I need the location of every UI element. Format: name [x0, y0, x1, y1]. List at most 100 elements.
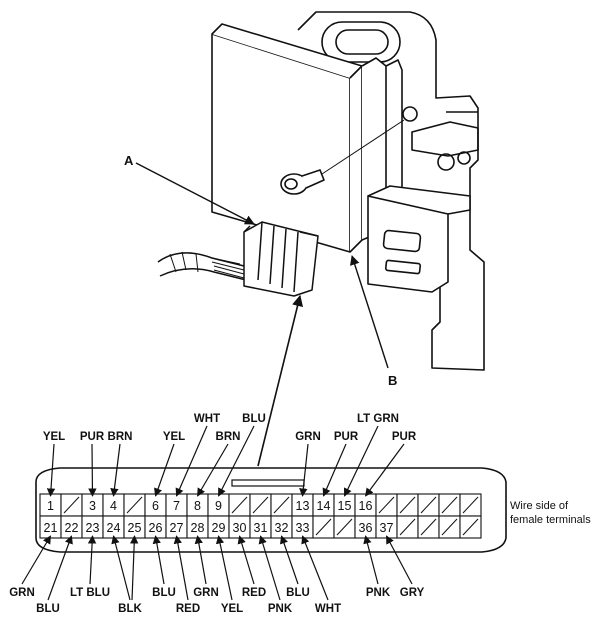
pin-1: 1: [39, 493, 62, 517]
pin-31: 31: [249, 515, 272, 539]
wire-color: PUR: [80, 431, 105, 443]
pin-23: 23: [81, 515, 104, 539]
wire-leader: [173, 535, 189, 601]
pin-number: 33: [296, 521, 310, 535]
wire-leader: [175, 425, 208, 497]
pin-blank: [438, 515, 461, 539]
pin-number: 23: [86, 521, 100, 535]
wire-leader: [110, 443, 121, 497]
wire-color: BLU: [152, 587, 176, 599]
pin-29: 29: [207, 515, 230, 539]
pin-15: 15: [333, 493, 356, 517]
pin-number: 25: [128, 521, 142, 535]
harness-plug-illustration: [157, 221, 319, 297]
pin-24: 24: [102, 515, 125, 539]
wire-leader: [88, 443, 97, 497]
wire-color: YEL: [163, 431, 185, 443]
pin-number: 24: [107, 521, 121, 535]
wire-label-pin-7: WHT: [175, 413, 220, 497]
pin-number: 36: [359, 521, 373, 535]
wire-color: BRN: [216, 431, 241, 443]
wire-leader: [258, 535, 281, 601]
wire-label-pin-26: BLU: [152, 535, 176, 599]
pin-25: 25: [123, 515, 146, 539]
pin-number: 27: [170, 521, 184, 535]
pin-number: 21: [44, 521, 58, 535]
pin-blank: [459, 493, 482, 517]
wire-leader: [299, 443, 309, 497]
wire-color: GRN: [295, 431, 321, 443]
wire-leader: [279, 535, 299, 585]
pin-number: 30: [233, 521, 247, 535]
wire-label-pin-37: GRY: [385, 535, 425, 599]
pin-16: 16: [354, 493, 377, 517]
callout-a-label: A: [124, 153, 134, 168]
wire-color: YEL: [43, 431, 65, 443]
pin-number: 22: [65, 521, 79, 535]
pin-21: 21: [39, 515, 62, 539]
pin-number: 16: [359, 499, 373, 513]
wire-label-pin-4: BRN: [108, 431, 133, 497]
wire-color: BRN: [108, 431, 133, 443]
wire-leader: [87, 535, 97, 585]
wire-label-pin-36: PNK: [363, 535, 391, 599]
pin-number: 3: [89, 499, 96, 513]
wire-label-pin-28: GRN: [193, 535, 219, 599]
pin-8: 8: [186, 493, 209, 517]
pin-number: 31: [254, 521, 268, 535]
pin-number: 26: [149, 521, 163, 535]
pin-blank: [375, 493, 398, 517]
wire-label-pin-29: YEL: [215, 535, 243, 615]
pin-number: 32: [275, 521, 289, 535]
wire-leader: [196, 443, 229, 497]
pin-number: 8: [194, 499, 201, 513]
wire-leader: [194, 535, 207, 585]
pin-number: 13: [296, 499, 310, 513]
wire-leader: [365, 443, 405, 497]
wire-color: GRY: [400, 587, 425, 599]
wire-color: GRN: [9, 587, 35, 599]
pin-number: 7: [173, 499, 180, 513]
wire-label-pin-30: RED: [237, 535, 266, 599]
wire-color: LT GRN: [357, 413, 399, 425]
pin-blank: [228, 493, 251, 517]
wire-label-pin-16: PUR: [365, 431, 417, 497]
wire-color: WHT: [194, 413, 220, 425]
wire-leader: [152, 535, 165, 585]
pin-13: 13: [291, 493, 314, 517]
wire-color: BLU: [242, 413, 266, 425]
pin-6: 6: [144, 493, 167, 517]
wire-label-pin-13: GRN: [295, 431, 321, 497]
wire-color: PUR: [334, 431, 359, 443]
pin-14: 14: [312, 493, 335, 517]
wire-color: PUR: [392, 431, 417, 443]
callout-a-leader: [135, 162, 255, 225]
wire-label-pin-31: PNK: [258, 535, 293, 615]
plug-to-pinout-arrow: [257, 294, 304, 467]
wire-label-pin-22: BLU: [36, 535, 73, 615]
callout-b-leader: [350, 255, 389, 369]
pin-blank: [60, 493, 83, 517]
pin-4: 4: [102, 493, 125, 517]
wire-leader: [154, 443, 175, 497]
pin-blank: [417, 515, 440, 539]
pin-30: 30: [228, 515, 251, 539]
wire-color: RED: [242, 587, 266, 599]
pin-blank: [312, 515, 335, 539]
pin-26: 26: [144, 515, 167, 539]
wire-label-pin-23: LT BLU: [70, 535, 110, 599]
note-line-1: Wire side of: [510, 500, 569, 512]
wire-color: WHT: [315, 603, 341, 615]
wire-leader: [363, 535, 379, 585]
pin-36: 36: [354, 515, 377, 539]
pin-number: 14: [317, 499, 331, 513]
wire-leader: [385, 535, 413, 585]
wire-leader: [111, 535, 131, 601]
wire-color: BLU: [36, 603, 60, 615]
pin-number: 15: [338, 499, 352, 513]
pin-28: 28: [186, 515, 209, 539]
pin-blank: [270, 493, 293, 517]
